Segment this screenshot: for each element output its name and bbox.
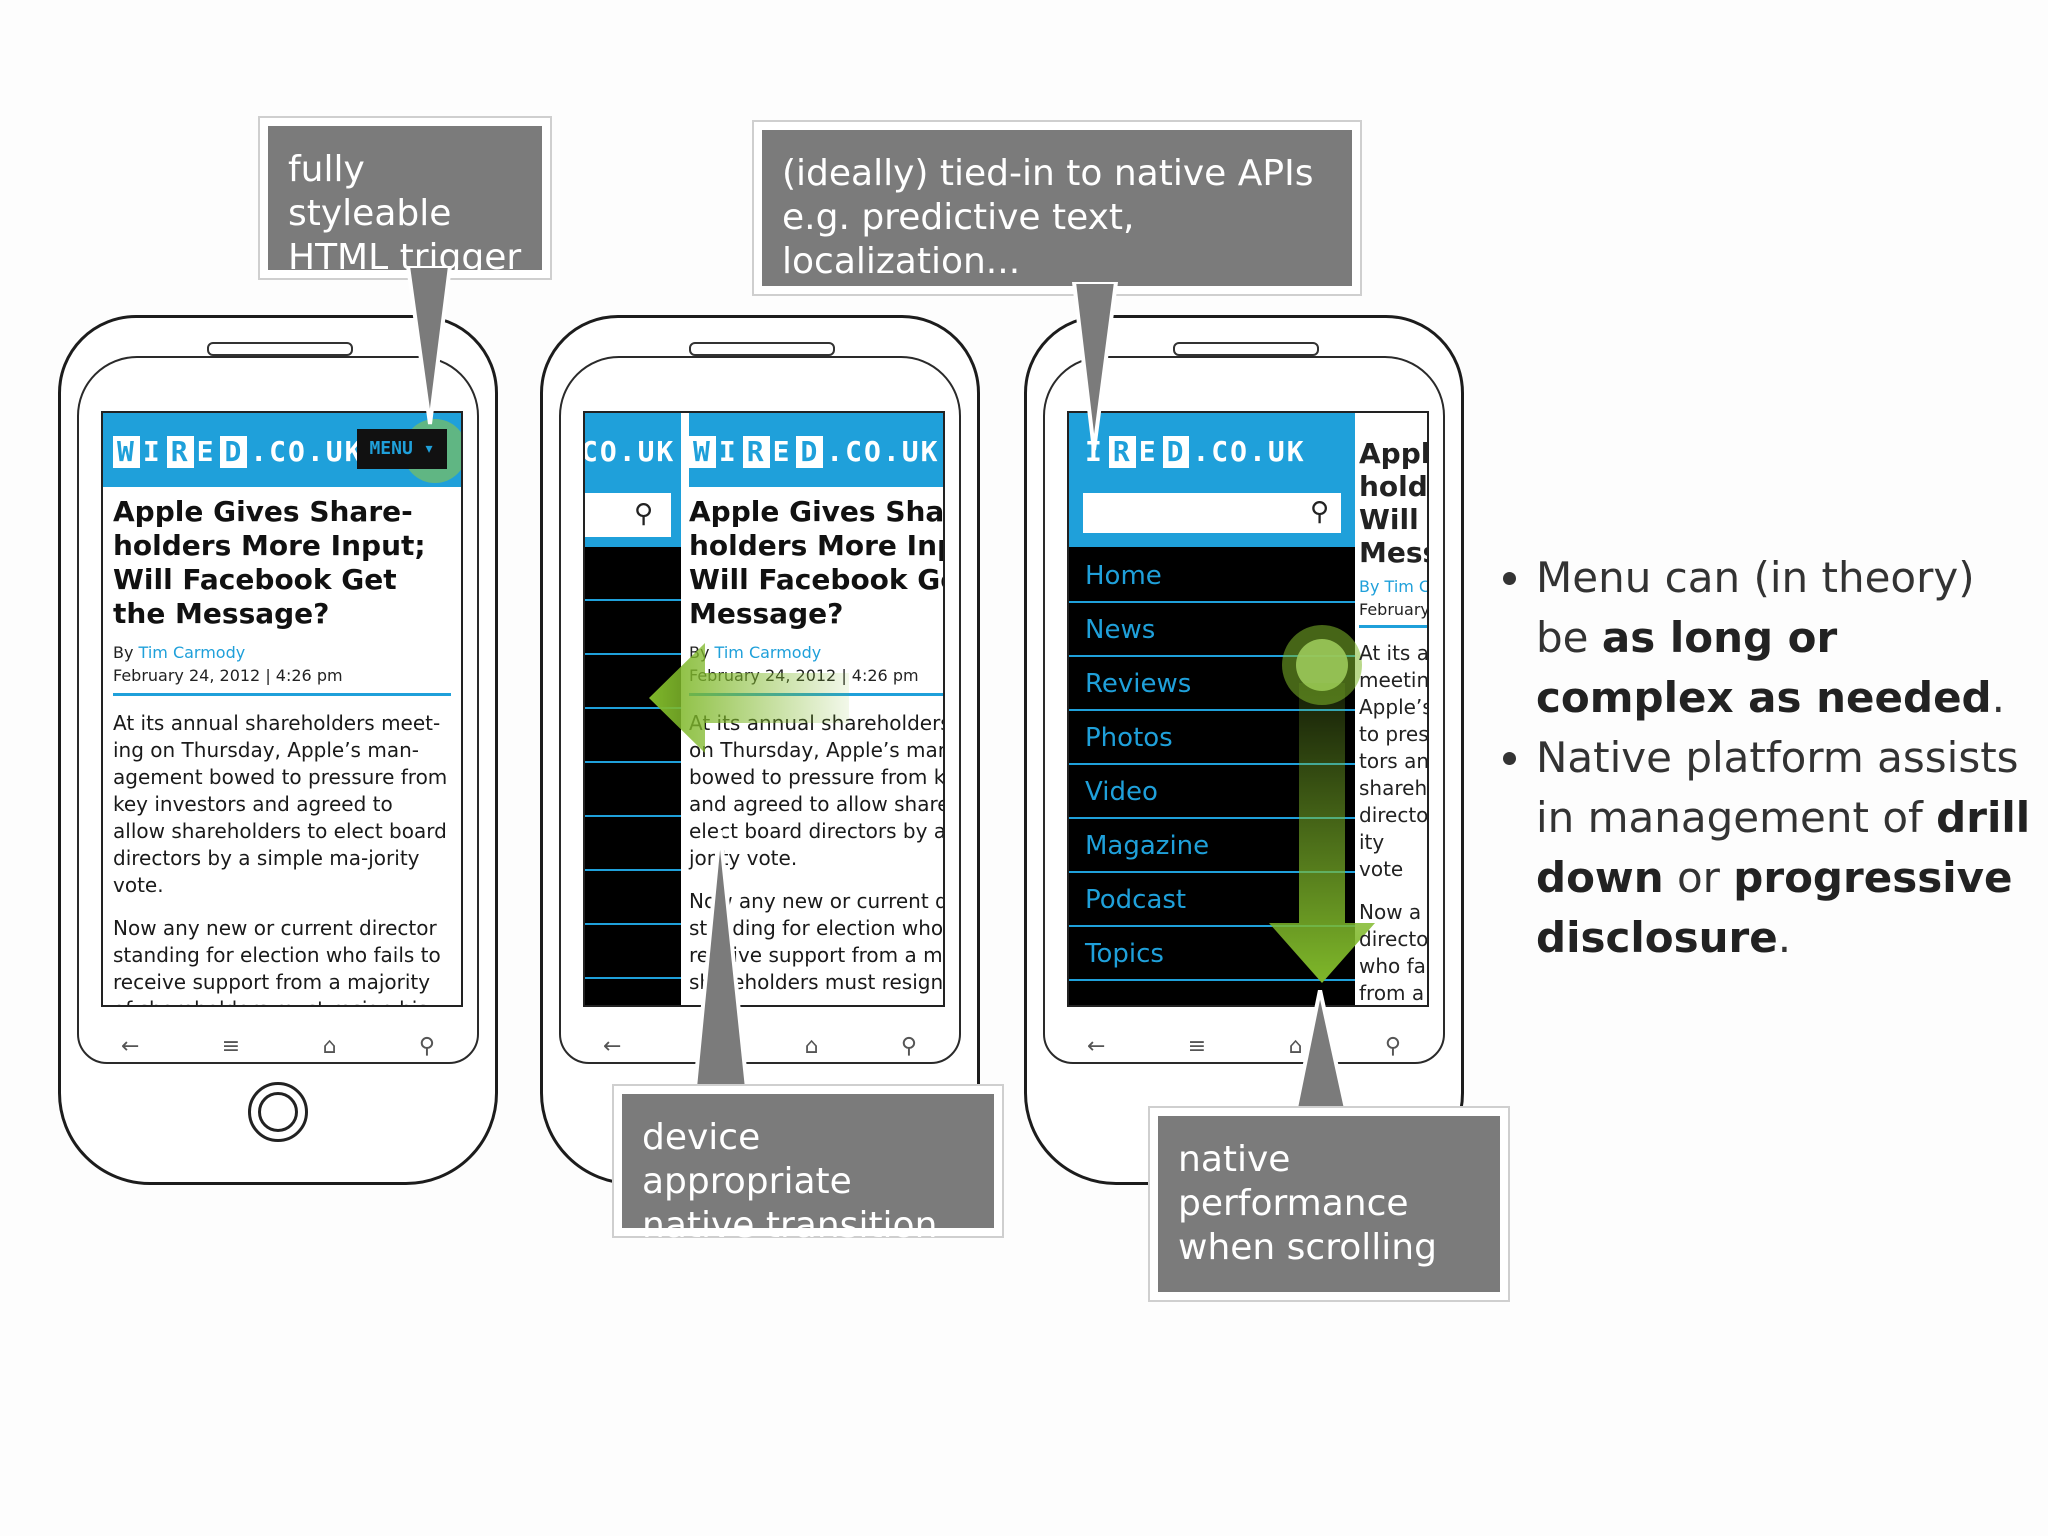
menu-item-news[interactable]: News <box>1069 603 1355 657</box>
home-icon[interactable]: ⌂ <box>804 1033 819 1059</box>
search-input[interactable]: ⚲ <box>1083 493 1341 533</box>
byline: By Tim C <box>1359 577 1429 596</box>
menu-item-photos[interactable]: Photos <box>1069 711 1355 765</box>
article-title: Appl hold Will Mess <box>1359 437 1429 569</box>
callout-tail <box>1071 282 1119 451</box>
menu-item-topics[interactable]: Topics <box>1069 927 1355 981</box>
android-nav-bar: ← ≡ ⌂ ⚲ <box>121 1028 435 1064</box>
wired-logo-partial: CO.UK <box>583 435 676 468</box>
bullet-item: Menu can (in theory) be as long or compl… <box>1536 548 2040 728</box>
android-nav-bar: ← ≡ ⌂ ⚲ <box>1087 1028 1401 1064</box>
search-icon[interactable]: ⚲ <box>1384 1033 1401 1059</box>
menu-button[interactable]: MENU ▾ <box>357 429 447 469</box>
menu-item-reviews[interactable]: Reviews <box>1069 657 1355 711</box>
chevron-down-icon: ▾ <box>423 438 435 459</box>
menu-item-podcast[interactable]: Podcast <box>1069 873 1355 927</box>
callout-tail <box>1291 990 1350 1120</box>
scroll-down-arrow-icon <box>1269 625 1375 983</box>
home-icon[interactable]: ⌂ <box>322 1033 337 1059</box>
byline: By Tim Carmody <box>113 643 246 662</box>
search-icon[interactable]: ⚲ <box>900 1033 917 1059</box>
android-nav-bar: ← ≡ ⌂ ⚲ <box>603 1028 917 1064</box>
paragraph: Now any new or current director standing… <box>113 916 441 1005</box>
search-icon[interactable]: ⚲ <box>418 1033 435 1059</box>
article-body: At its annual shareholders meet-ing on T… <box>113 710 451 1005</box>
menu-item-video[interactable]: Video <box>1069 765 1355 819</box>
callout-scrolling: native performance when scrolling <box>1158 1116 1500 1292</box>
back-icon[interactable]: ← <box>1087 1033 1106 1059</box>
paragraph: At its a meetin Apple’s to pres tors an … <box>1359 641 1429 881</box>
article: Apple Gives Share-holders More Input; Wi… <box>113 495 451 1005</box>
back-icon[interactable]: ← <box>121 1033 140 1059</box>
callout-tail <box>691 830 750 1100</box>
search-icon[interactable]: ⚲ <box>1309 497 1329 527</box>
speaker-grille <box>207 342 353 356</box>
menu-icon[interactable]: ≡ <box>221 1033 241 1059</box>
menu-icon[interactable]: ≡ <box>1187 1033 1207 1059</box>
author-link[interactable]: Tim Carmody <box>714 643 822 662</box>
home-icon[interactable]: ⌂ <box>1288 1033 1303 1059</box>
slide-left-arrow-icon <box>649 643 849 753</box>
article-title: Apple Gives Share-holders More Input; Wi… <box>689 495 945 630</box>
wired-header: CO.UK <box>585 413 681 487</box>
bullet-item: Native platform assists in management of… <box>1536 728 2040 968</box>
callout-transition: device appropriate native transition <box>622 1094 994 1246</box>
article-title: Apple Gives Share-holders More Input; Wi… <box>113 495 426 630</box>
back-icon[interactable]: ← <box>603 1033 622 1059</box>
paragraph: At its annual shareholders meet-ing on T… <box>113 711 448 897</box>
menu-list: Home News Reviews Photos Video Magazine … <box>1069 549 1355 981</box>
speaker-grille <box>689 342 835 356</box>
search-input[interactable]: ⚲ <box>585 493 671 537</box>
callout-tail <box>405 266 453 425</box>
bullet-list: Menu can (in theory) be as long or compl… <box>1500 548 2040 968</box>
author-link[interactable]: Tim Carmody <box>138 643 246 662</box>
home-button[interactable] <box>248 1082 308 1142</box>
menu-item-home[interactable]: Home <box>1069 549 1355 603</box>
callout-html-trigger: fully styleable HTML trigger <box>268 126 542 278</box>
article-date: February <box>1359 600 1427 628</box>
search-icon[interactable]: ⚲ <box>633 499 653 529</box>
callout-native-apis: (ideally) tied-in to native APIs e.g. pr… <box>762 130 1352 286</box>
menu-item-magazine[interactable]: Magazine <box>1069 819 1355 873</box>
article-date: February 24, 2012 | 4:26 pm <box>113 666 451 696</box>
paragraph: Now a directo who fa from a holder <box>1359 900 1429 1005</box>
speaker-grille <box>1173 342 1319 356</box>
article-peek: Appl hold Will Mess By Tim C February At… <box>1359 413 1429 1005</box>
